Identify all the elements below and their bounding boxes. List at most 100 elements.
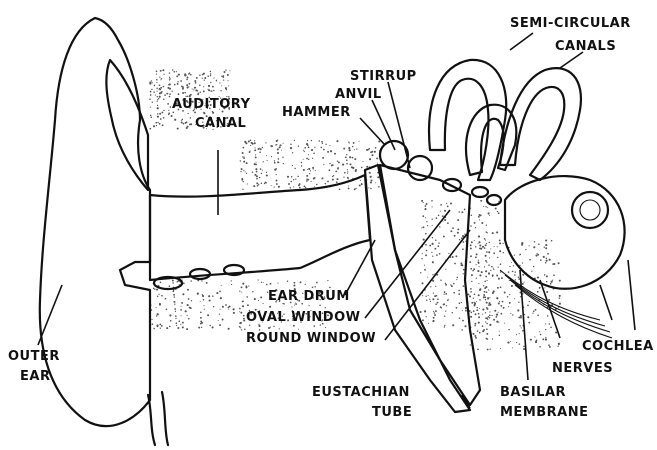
stipple-dot: [435, 286, 436, 287]
stipple-dot: [190, 117, 192, 119]
stipple-dot: [478, 283, 479, 284]
stipple-dot: [487, 338, 488, 339]
stipple-dot: [338, 161, 340, 163]
stipple-dot: [295, 178, 296, 179]
stipple-dot: [490, 248, 491, 249]
stipple-dot: [485, 231, 487, 233]
stipple-dot: [374, 151, 376, 153]
stipple-dot: [257, 279, 258, 280]
stipple-dot: [454, 235, 456, 237]
stipple-dot: [431, 200, 433, 202]
stipple-dot: [275, 144, 276, 145]
stipple-dot: [463, 269, 465, 271]
stipple-dot: [276, 168, 277, 169]
stipple-dot: [263, 161, 264, 162]
stipple-dot: [352, 146, 353, 147]
stipple-dot: [378, 141, 380, 143]
stipple-dot: [558, 262, 560, 264]
stipple-dot: [247, 183, 248, 184]
stipple-dot: [470, 225, 472, 227]
stipple-dot: [546, 258, 548, 260]
stipple-dot: [164, 74, 165, 75]
stipple-dot: [518, 316, 520, 318]
stipple-dot: [163, 99, 165, 101]
stipple-dot: [366, 166, 368, 168]
stipple-dot: [559, 297, 561, 299]
stipple-dot: [186, 79, 188, 81]
stipple-dot: [266, 284, 268, 286]
stipple-dot: [489, 314, 491, 316]
stipple-dot: [369, 172, 371, 174]
stipple-dot: [489, 317, 490, 318]
stipple-dot: [462, 320, 464, 322]
cochlea-shape: [505, 176, 625, 289]
stipple-dot: [461, 264, 463, 266]
stipple-dot: [204, 79, 205, 80]
stipple-dot: [428, 295, 429, 296]
stipple-dot: [531, 271, 532, 272]
stipple-dot: [478, 241, 480, 243]
stipple-dot: [220, 297, 222, 299]
stipple-dot: [434, 315, 435, 316]
stipple-dot: [225, 69, 226, 70]
stipple-dot: [219, 324, 221, 326]
stipple-dot: [559, 280, 561, 282]
stipple-dot: [462, 310, 463, 311]
stipple-dot: [511, 285, 513, 287]
stipple-dot: [176, 71, 177, 72]
stipple-dot: [432, 320, 434, 322]
stipple-dot: [199, 85, 201, 87]
stipple-dot: [242, 152, 244, 154]
stipple-dot: [361, 183, 363, 185]
stipple-dot: [546, 275, 548, 277]
stipple-dot: [309, 173, 310, 174]
stipple-dot: [203, 299, 205, 301]
label-basilar-line1: BASILAR: [500, 385, 566, 400]
label-cochlea: COCHLEA: [582, 339, 654, 354]
stipple-dot: [485, 240, 486, 241]
stipple-dot: [291, 176, 293, 178]
stipple-dot: [522, 283, 524, 285]
stipple-dot: [156, 79, 158, 81]
stipple-dot: [210, 75, 211, 76]
stipple-dot: [255, 156, 257, 158]
stipple-dot: [266, 155, 267, 156]
stipple-dot: [190, 123, 192, 125]
stipple-dot: [306, 158, 308, 160]
stipple-dot: [486, 323, 488, 325]
label-outer-ear-line1: OUTER: [8, 349, 60, 364]
stipple-dot: [298, 146, 299, 147]
stipple-dot: [339, 188, 341, 190]
stipple-dot: [253, 185, 255, 187]
stipple-dot: [485, 321, 486, 322]
stipple-dot: [290, 143, 292, 145]
stipple-dot: [309, 305, 310, 306]
stipple-dot: [552, 280, 553, 281]
stipple-dot: [152, 102, 153, 103]
stipple-dot: [256, 175, 258, 177]
stipple-dot: [489, 215, 490, 216]
stipple-dot: [476, 309, 478, 311]
stipple-dot: [484, 247, 486, 249]
stipple-dot: [547, 253, 549, 255]
stipple-dot: [239, 326, 241, 328]
stipple-dot: [452, 227, 454, 229]
stipple-dot: [259, 177, 260, 178]
stipple-dot: [323, 149, 325, 151]
stipple-dot: [488, 302, 490, 304]
stipple-dot: [258, 184, 259, 185]
stipple-dot: [212, 295, 214, 297]
stipple-dot: [227, 80, 228, 81]
stipple-dot: [489, 311, 490, 312]
stipple-dot: [153, 328, 155, 330]
stipple-dot: [159, 113, 161, 115]
stipple-dot: [248, 285, 249, 286]
stipple-dot: [501, 313, 503, 315]
stipple-dot: [486, 328, 488, 330]
stipple-dot: [149, 98, 151, 100]
stipple-dot: [444, 316, 445, 317]
stipple-dot: [294, 282, 296, 284]
stipple-dot: [172, 280, 174, 282]
stipple-dot: [278, 186, 280, 188]
